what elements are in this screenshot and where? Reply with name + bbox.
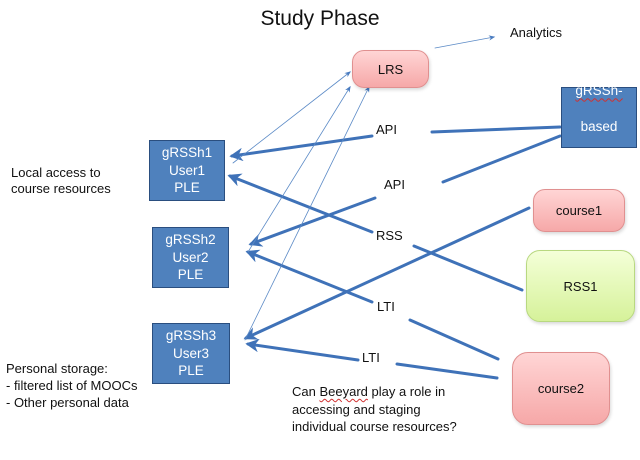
beeyard-question-note: Can Beeyard play a role in accessing and… xyxy=(292,383,457,436)
mooc-label-line3: MOOC xyxy=(578,153,620,169)
mooc-node[interactable]: gRSSh- based MOOC xyxy=(561,83,637,169)
personal-storage-note: Personal storage: - filtered list of MOO… xyxy=(6,361,138,410)
connector-course2-to-ple2-seg1 xyxy=(408,318,500,361)
connector-lrs-to-analytics xyxy=(434,35,496,49)
edge-label-api-2: API xyxy=(382,177,407,192)
edge-label-lti-2: LTI xyxy=(360,350,382,365)
course2-label: course2 xyxy=(537,381,585,396)
connector-ple3-to-lrs xyxy=(244,85,370,341)
ple1-node[interactable]: gRSSh1 User1 PLE xyxy=(149,140,225,201)
connector-course2-to-ple3-seg2 xyxy=(245,338,360,362)
question-beeyard: Beeyard xyxy=(319,384,368,399)
lrs-label: LRS xyxy=(377,61,404,77)
rss1-label: RSS1 xyxy=(563,278,598,294)
ple3-node[interactable]: gRSSh3 User3 PLE xyxy=(152,323,230,384)
local-access-note: Local access to course resources xyxy=(11,165,111,197)
edge-label-api-1: API xyxy=(374,122,399,137)
course2-node[interactable]: course2 xyxy=(512,352,610,425)
lrs-node[interactable]: LRS xyxy=(352,50,429,88)
analytics-label: Analytics xyxy=(510,25,563,40)
connector-course1-to-ple3 xyxy=(243,206,531,340)
ple1-label: gRSSh1 User1 PLE xyxy=(161,145,213,196)
connector-course2-to-ple3-seg1 xyxy=(395,362,499,380)
mooc-label-line1: gRSSh- xyxy=(575,83,623,99)
connector-mooc-to-ple1-seg1 xyxy=(430,125,562,134)
rss1-node[interactable]: RSS1 xyxy=(526,250,635,322)
connector-mooc-to-ple2-seg1 xyxy=(441,134,562,184)
question-suffix: play a role in accessing and staging ind… xyxy=(292,384,457,435)
connector-rss1-to-ple1-seg2 xyxy=(227,173,374,234)
connector-mooc-to-ple1-seg2 xyxy=(229,134,374,162)
diagram-title: Study Phase xyxy=(260,7,380,30)
course1-label: course1 xyxy=(555,203,603,218)
edge-label-rss: RSS xyxy=(374,228,405,243)
ple2-node[interactable]: gRSSh2 User2 PLE xyxy=(152,227,229,288)
course1-node[interactable]: course1 xyxy=(533,189,625,232)
connector-mooc-to-ple2-seg2 xyxy=(248,196,377,247)
mooc-label-line2: based xyxy=(580,118,618,134)
question-prefix: Can xyxy=(292,384,320,399)
edge-label-lti-1: LTI xyxy=(375,299,397,314)
connector-ple2-to-lrs xyxy=(247,85,351,253)
ple2-label: gRSSh2 User2 PLE xyxy=(165,232,216,283)
connector-ple1-to-lrs xyxy=(232,71,352,164)
connector-course2-to-ple2-seg2 xyxy=(245,249,374,304)
ple3-label: gRSSh3 User3 PLE xyxy=(165,328,217,379)
